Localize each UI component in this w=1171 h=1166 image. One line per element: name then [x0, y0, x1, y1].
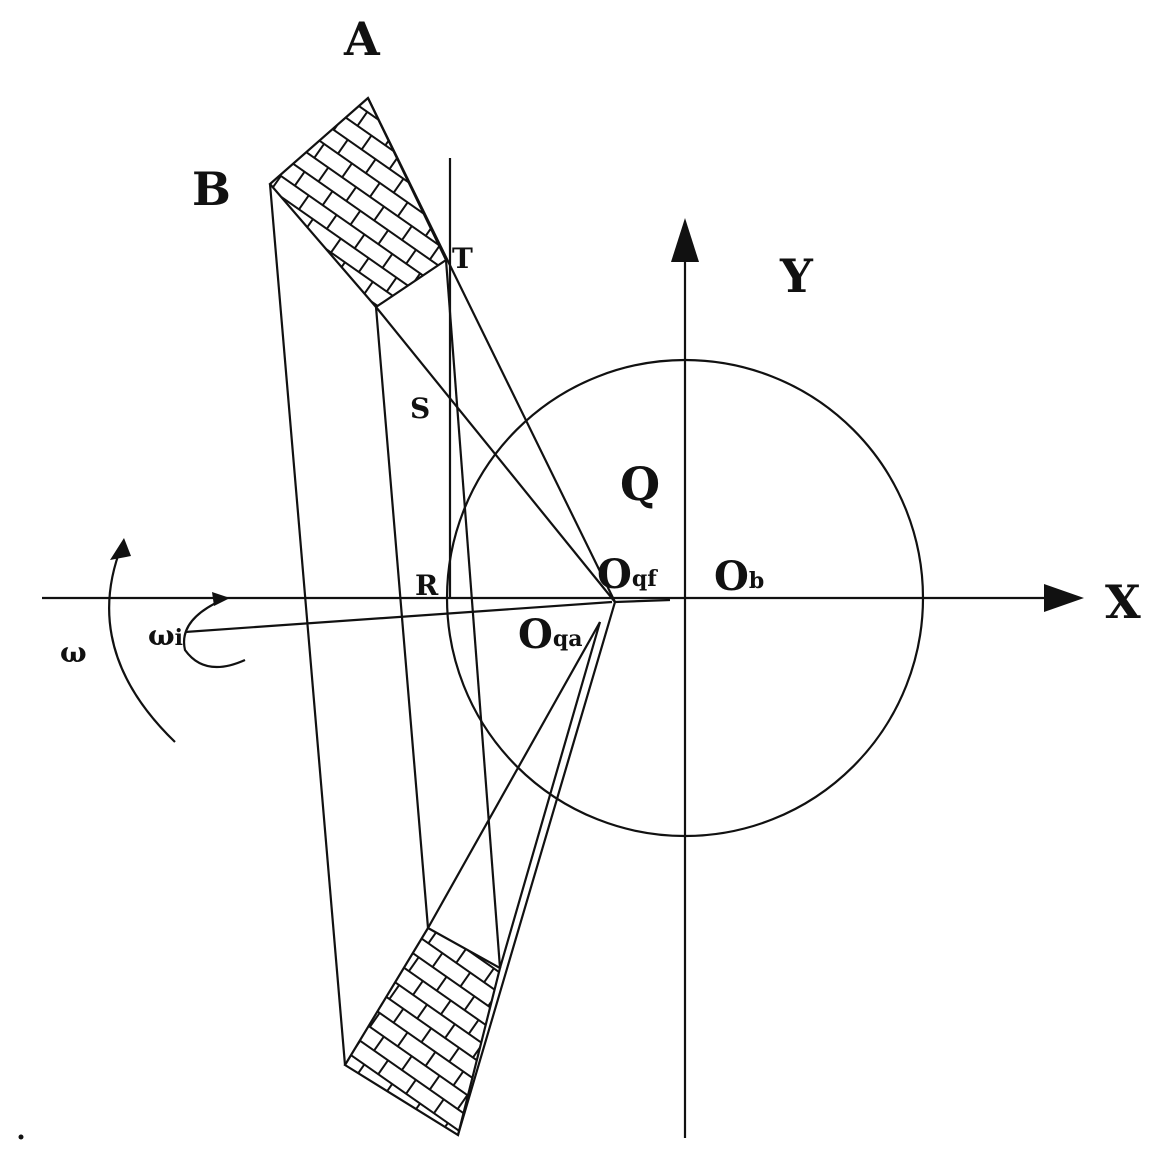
line-a-to-oqf [367, 97, 616, 603]
label-oqa: Oqa [518, 611, 582, 658]
label-s: S [410, 392, 430, 425]
omega-i-arrow [182, 592, 246, 669]
line-oqf-to-origin [614, 598, 671, 604]
stray-dot [18, 1134, 24, 1140]
label-r: R [415, 569, 439, 602]
line-ps-to-oqf [375, 306, 616, 603]
x-axis [42, 584, 1084, 612]
line-oqa-to-pad [498, 621, 602, 969]
edge-t-to-lower [444, 259, 502, 969]
lower-hatched-pad [343, 926, 502, 1137]
label-omega: ω [60, 636, 87, 669]
label-y: Y [779, 249, 814, 303]
label-oqf: Oqf [597, 551, 658, 598]
line-omega-to-oqa [184, 600, 613, 634]
label-omega-i: ωi [148, 619, 183, 652]
label-b: B [192, 162, 231, 216]
circle-q [445, 358, 925, 838]
label-x: X [1105, 575, 1141, 629]
label-ob: Ob [714, 553, 764, 600]
label-q: Q [620, 457, 660, 511]
line-oqa-to-lower-inner [427, 621, 601, 929]
label-t: T [452, 242, 473, 275]
omega-arrow [108, 538, 176, 743]
y-axis [671, 218, 699, 1138]
outer-edge-left [268, 183, 347, 1066]
label-a: A [343, 12, 381, 66]
line-oqf-to-lower [456, 601, 617, 1136]
